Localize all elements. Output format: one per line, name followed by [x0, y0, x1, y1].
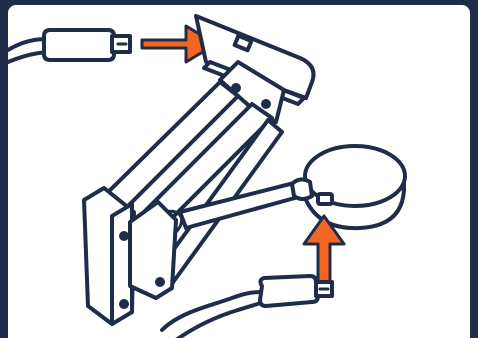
- illustration-panel: [8, 5, 470, 338]
- usb-c-cable-top-icon: [8, 30, 130, 62]
- usb-c-cable-bottom-icon: [162, 276, 332, 338]
- base-bracket-icon: [84, 188, 176, 324]
- round-base-icon: [292, 146, 405, 228]
- lamp-illustration: [8, 5, 470, 338]
